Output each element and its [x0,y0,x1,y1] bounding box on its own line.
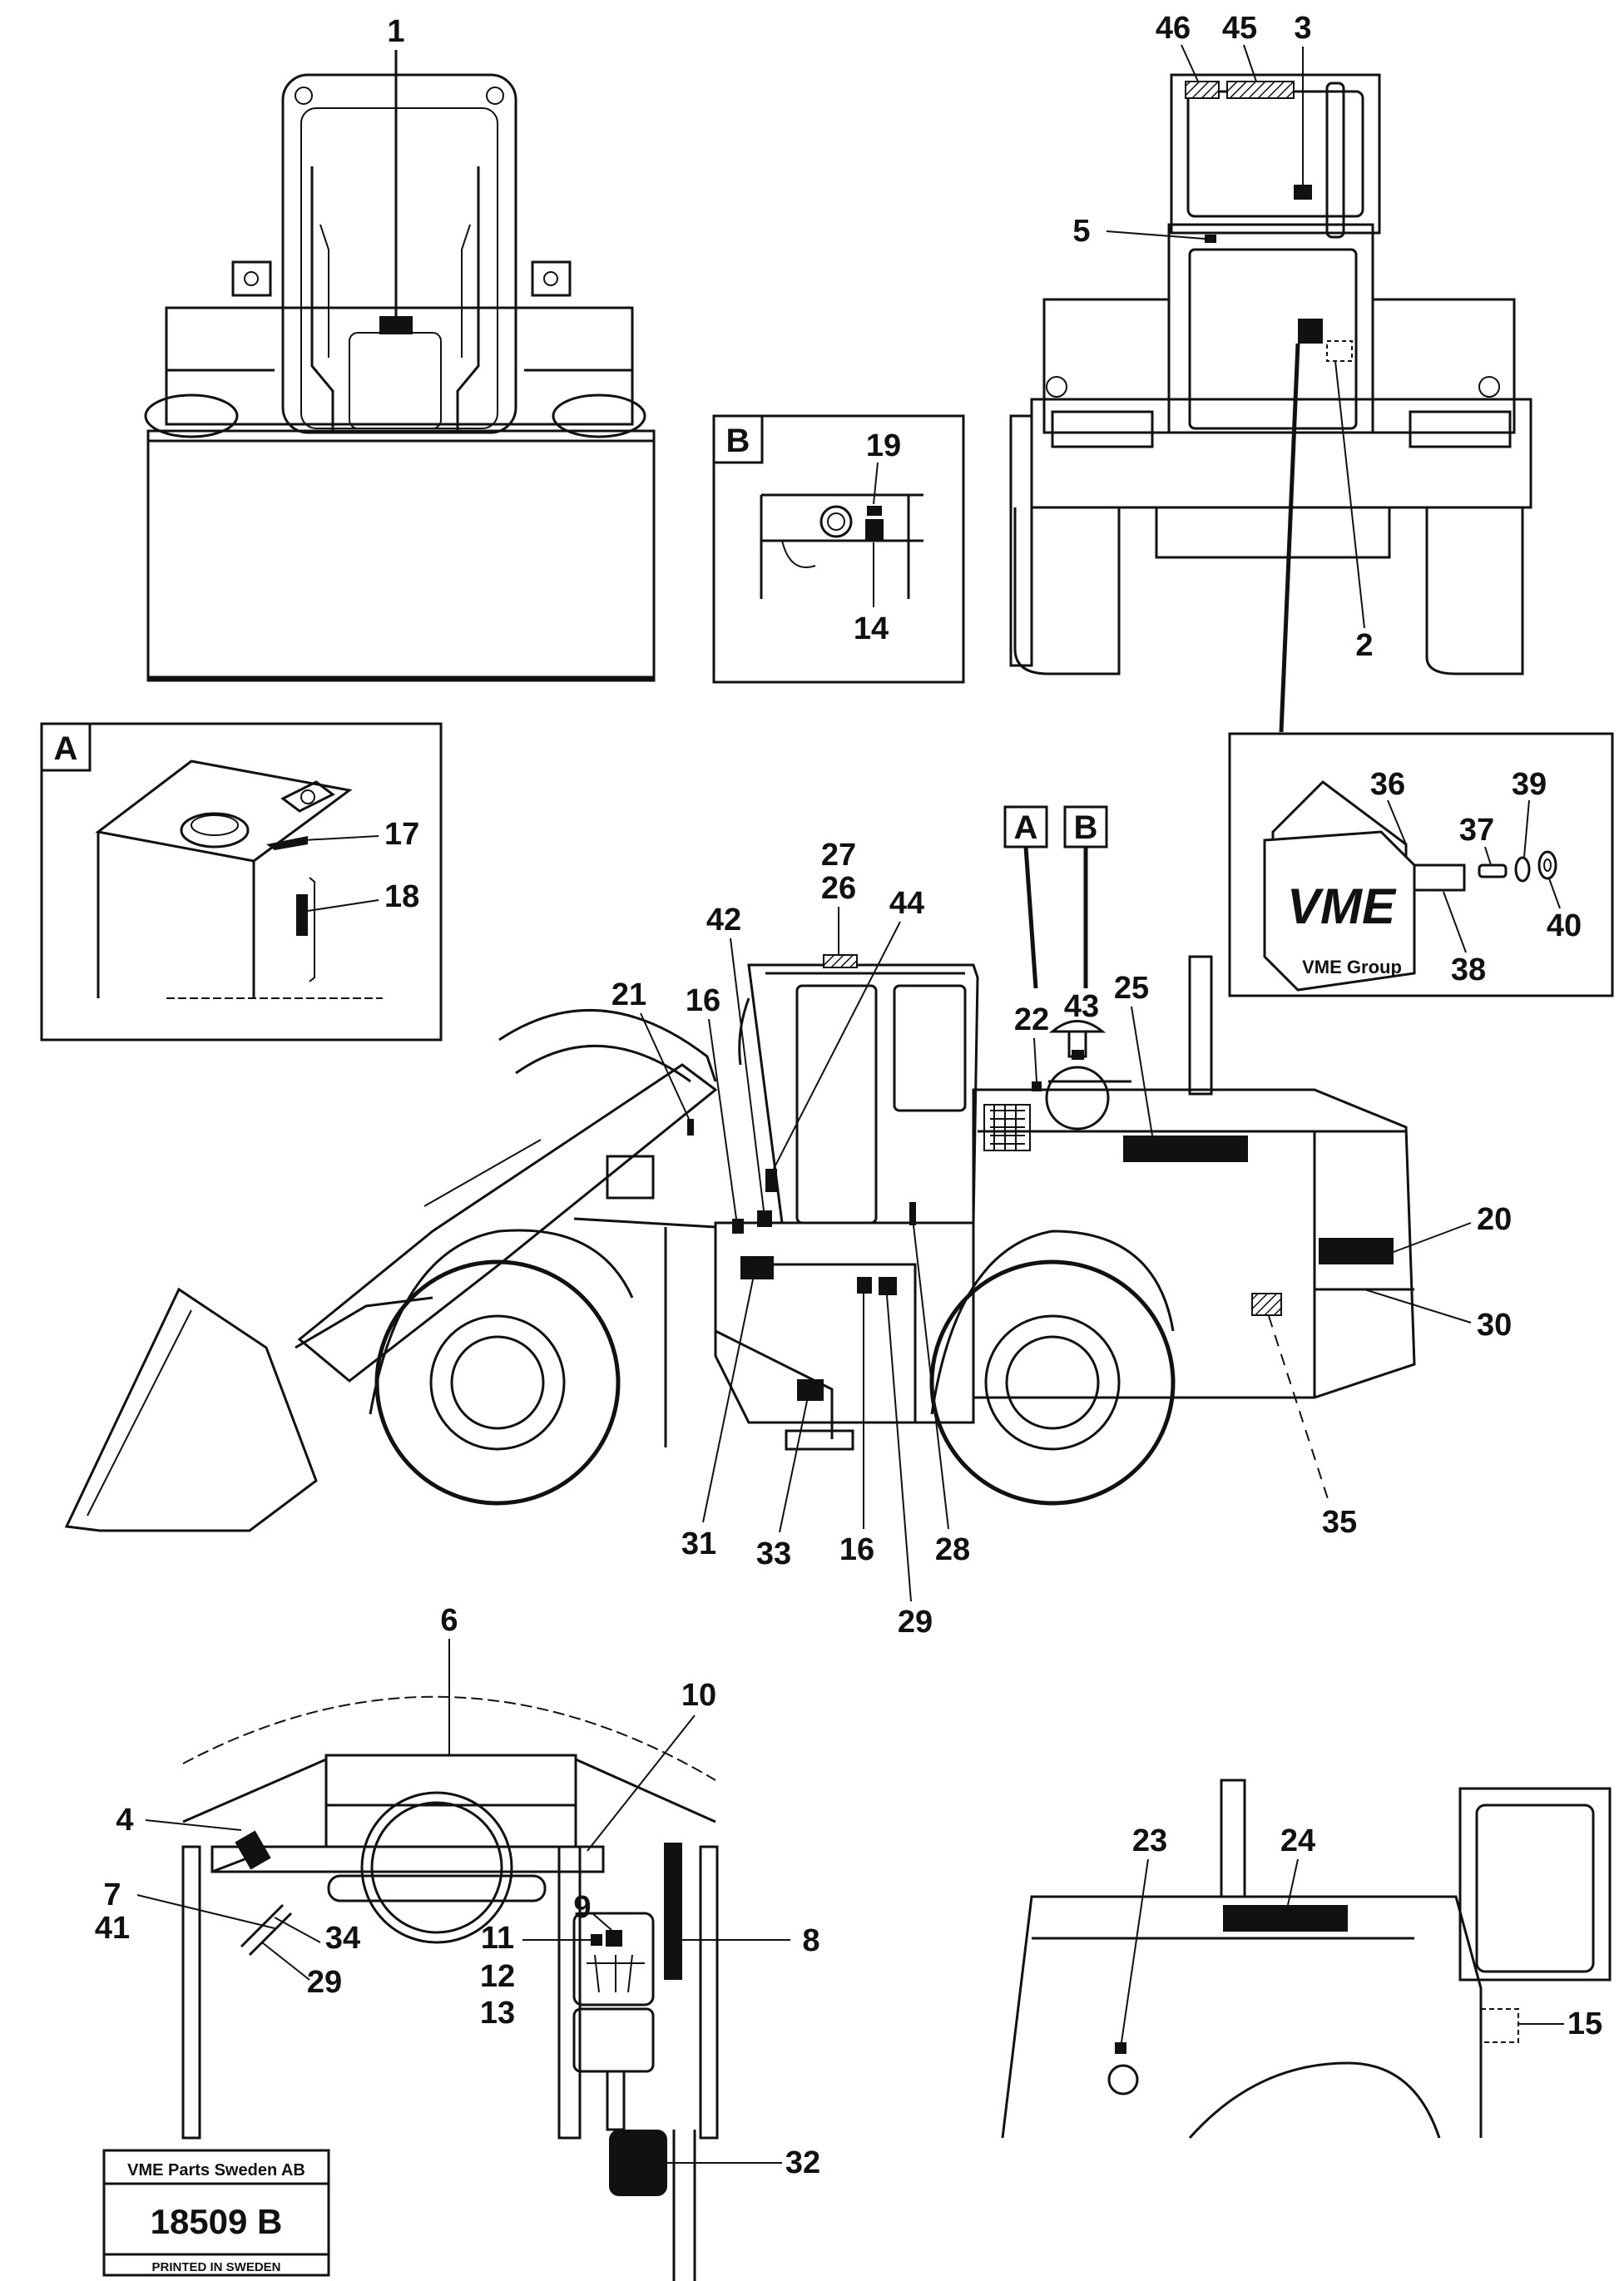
footer-company: VME Parts Sweden AB [127,2161,305,2180]
callout-46: 46 [1156,11,1191,46]
decal-20 [1319,1238,1394,1264]
callout-41: 41 [95,1911,130,1946]
decal-1 [379,316,413,334]
rear-engine-view: 23 24 15 [1001,1779,1612,2139]
callout-7: 7 [103,1878,121,1912]
footer-printed: PRINTED IN SWEDEN [151,2260,280,2274]
callout-43: 43 [1064,989,1099,1024]
callout-22: 22 [1014,1002,1049,1037]
callout-23: 23 [1132,1823,1167,1858]
callout-29-cab: 29 [307,1965,342,2000]
decal-22 [1032,1081,1042,1091]
decal-24 [1223,1905,1348,1932]
decal-32 [609,2130,667,2196]
side-view: A B [64,805,1512,1640]
callout-16-lower: 16 [839,1532,874,1567]
callout-13: 13 [480,1996,515,2031]
callout-28: 28 [935,1532,970,1567]
decal-35 [1251,1293,1282,1316]
detail-b-label: B [726,423,750,459]
callout-36: 36 [1370,767,1405,802]
decal-11 [591,1934,602,1946]
cab-interior: 6 10 4 7 41 34 29 8 9 11 12 13 32 [95,1603,820,2281]
callout-39: 39 [1512,767,1547,802]
rear-view: 46 45 3 5 2 [1009,11,1532,733]
detail-a-label: A [54,730,78,767]
callout-34: 34 [325,1921,360,1956]
title-block: VME Parts Sweden AB 18509 B PRINTED IN S… [102,2149,330,2277]
callout-6: 6 [440,1603,458,1638]
decal-29 [879,1277,897,1295]
decal-28 [909,1202,916,1225]
callout-20: 20 [1477,1202,1512,1237]
callout-31: 31 [681,1526,716,1561]
callout-8: 8 [802,1923,819,1958]
decal-17 [266,836,308,850]
callout-37: 37 [1459,813,1494,848]
decal-18 [296,894,308,936]
callout-30: 30 [1477,1308,1512,1343]
callout-25: 25 [1114,971,1149,1006]
front-view: 1 [144,14,656,682]
decal-23 [1115,2042,1126,2054]
callout-33: 33 [756,1536,791,1571]
callout-19: 19 [866,428,901,463]
decal-16-upper [732,1219,744,1234]
callout-11: 11 [481,1921,514,1956]
emblem-logo: VME [1287,878,1397,934]
callout-3: 3 [1294,11,1311,46]
ref-b-label: B [1074,809,1098,846]
decal-25 [1123,1136,1248,1162]
callout-45: 45 [1222,11,1257,46]
callout-18: 18 [384,879,419,914]
decal-2 [1298,319,1323,344]
callout-10: 10 [681,1678,716,1713]
callout-17: 17 [384,817,419,852]
callout-42: 42 [706,903,741,938]
footer-drawing-number: 18509 B [151,2202,283,2241]
ref-a-label: A [1014,809,1038,846]
callout-29-side: 29 [898,1605,933,1640]
callout-32: 32 [785,2145,820,2180]
callout-26: 26 [821,871,856,906]
callout-15: 15 [1567,2006,1602,2041]
decal-42 [757,1210,772,1227]
callout-1: 1 [387,14,404,49]
callout-14: 14 [854,611,889,646]
emblem-tagline: VME Group [1302,957,1402,977]
callout-5: 5 [1072,214,1090,249]
decal-8 [664,1843,682,1980]
callout-35: 35 [1322,1505,1357,1540]
decal-43 [1072,1050,1084,1060]
callout-40: 40 [1547,908,1582,943]
callout-12: 12 [480,1959,515,1994]
callout-9: 9 [573,1890,591,1925]
decal-4 [235,1830,271,1870]
decal-21 [687,1119,694,1136]
detail-b: B 19 14 [712,414,965,684]
detail-a: A 17 18 [40,722,443,1042]
decal-44 [765,1169,777,1192]
callout-44: 44 [889,886,924,921]
decal-33 [797,1379,824,1401]
emblem-detail: VME VME Group 36 37 39 40 38 [1228,732,1614,997]
callout-24: 24 [1280,1823,1315,1858]
callout-38: 38 [1451,952,1486,987]
decal-5 [1205,235,1216,243]
callout-4: 4 [116,1803,133,1838]
decal-3 [1294,185,1312,200]
callout-27: 27 [821,838,856,873]
callout-21: 21 [611,977,646,1012]
decal-9 [606,1930,622,1947]
decal-16-lower [857,1277,872,1294]
decal-14 [865,519,884,541]
decal-19 [867,506,882,516]
decal-26-27 [823,954,858,968]
decal-31 [740,1256,774,1279]
callout-16-upper: 16 [686,983,720,1018]
callout-2: 2 [1355,628,1373,663]
